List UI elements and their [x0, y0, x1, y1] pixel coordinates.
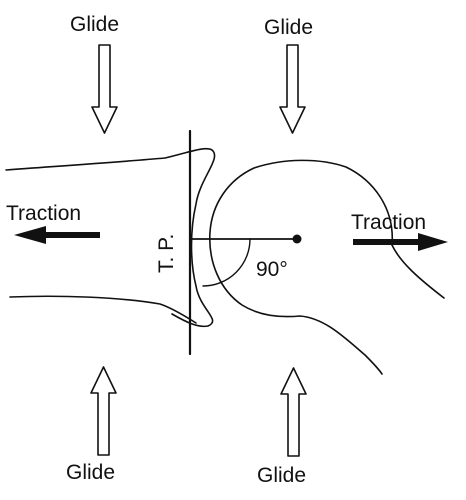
glide-arrow-top-left	[91, 44, 118, 134]
convex-bone-shaft-contour	[391, 244, 445, 299]
concave-bone-lower-contour	[9, 295, 197, 324]
treatment-plane-label: T. P.	[155, 233, 178, 273]
concave-bone	[5, 147, 216, 328]
glide-arrow-bottom-right	[280, 367, 307, 457]
convex-bone-head-contour	[209, 159, 394, 375]
right-angle-arc	[202, 238, 251, 287]
glide-label-bottom-right: Glide	[257, 464, 307, 487]
convex-bone-axis-point	[292, 234, 302, 244]
traction-arrow-left	[14, 226, 100, 244]
glide-arrow-bottom-left	[90, 366, 117, 456]
traction-label-right: Traction	[351, 211, 427, 234]
angle-label: 90°	[256, 258, 288, 281]
traction-label-left: Traction	[6, 202, 82, 225]
glide-label-top-right: Glide	[264, 16, 314, 39]
concave-bone-upper-contour	[5, 147, 216, 328]
convex-bone	[189, 159, 445, 375]
glide-label-bottom-left: Glide	[66, 461, 116, 484]
traction-arrow-right	[353, 233, 448, 251]
glide-arrow-top-right	[279, 44, 306, 134]
glide-label-top-left: Glide	[70, 13, 120, 36]
